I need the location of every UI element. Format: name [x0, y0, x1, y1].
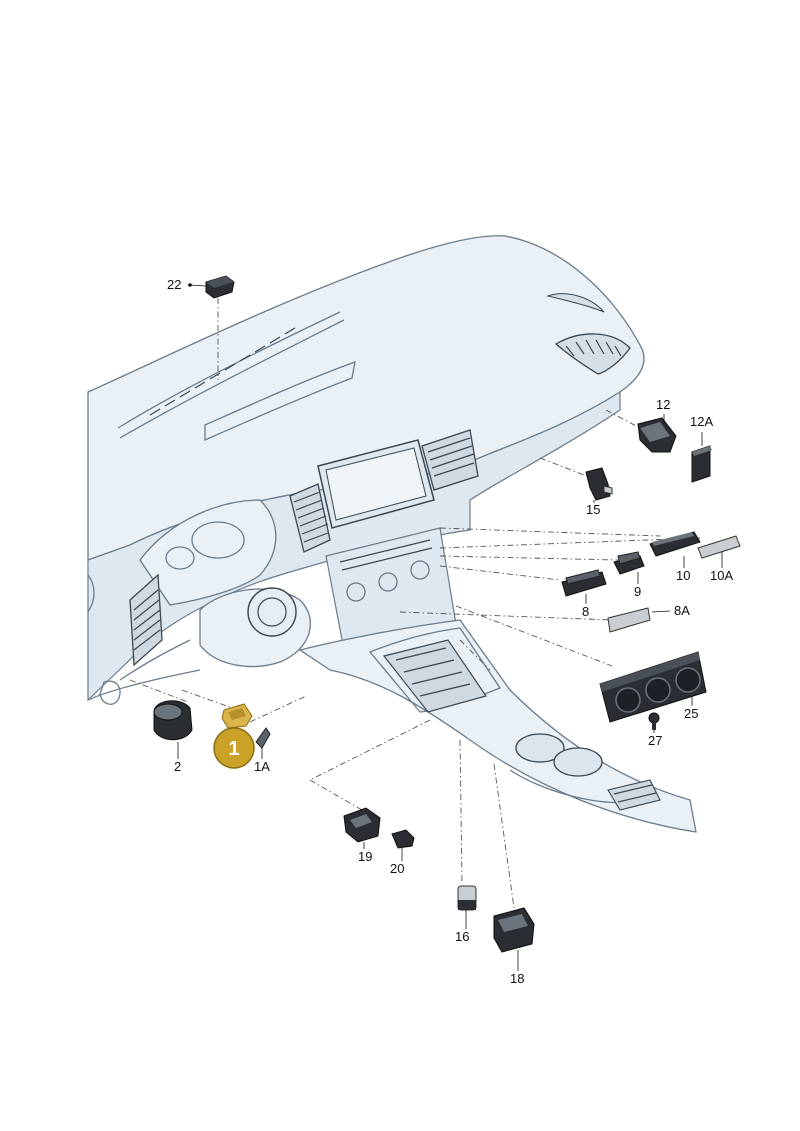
callout-8: 8: [582, 604, 589, 619]
part-8A: [607, 607, 651, 633]
right-side-vent: [546, 293, 631, 375]
part-9: [613, 551, 645, 575]
defroster-vent: [149, 327, 296, 416]
part-20: [391, 829, 415, 849]
part-16: [457, 885, 477, 911]
callout-20: 20: [390, 861, 404, 876]
leader-lines: [129, 298, 701, 909]
callout-1A: 1A: [254, 759, 270, 774]
callout-8A: 8A: [674, 603, 690, 618]
callout-22: 22: [167, 277, 181, 292]
callout-2: 2: [174, 759, 181, 774]
steering-column: [119, 587, 311, 681]
part-27: [648, 712, 660, 730]
callout-19: 19: [358, 849, 372, 864]
part-25: [599, 651, 707, 723]
part-1-highlighted: [221, 703, 253, 729]
part-10: [649, 531, 701, 557]
part-1A: [255, 727, 271, 749]
callout-16: 16: [455, 929, 469, 944]
callout-10: 10: [676, 568, 690, 583]
callout-15: 15: [586, 502, 600, 517]
callout-18: 18: [510, 971, 524, 986]
callout-9: 9: [634, 584, 641, 599]
part-19: [343, 807, 381, 843]
part-8: [561, 569, 607, 597]
center-vents: [289, 429, 479, 553]
callout-25: 25: [684, 706, 698, 721]
callout-12A: 12A: [690, 414, 713, 429]
callout-27: 27: [648, 733, 662, 748]
highlight-callout: 1: [213, 727, 255, 769]
part-22: [205, 275, 235, 299]
part-15: [585, 467, 613, 501]
cupholders: [509, 733, 661, 811]
part-12: [637, 417, 677, 453]
callout-10A: 10A: [710, 568, 733, 583]
callout-labels: 22 12 12A 15 10 10A 9 8 8A 25 27 2 1A 19…: [167, 277, 733, 986]
part-10A: [697, 535, 741, 559]
callout-12: 12: [656, 397, 670, 412]
left-side-vent: [87, 573, 163, 667]
dashboard-illustration: [87, 235, 697, 833]
highlight-number: 1: [228, 738, 239, 760]
part-2: [153, 700, 193, 741]
part-18: [493, 907, 535, 953]
infotainment-screen: [317, 439, 435, 529]
part-12A: [691, 445, 712, 483]
